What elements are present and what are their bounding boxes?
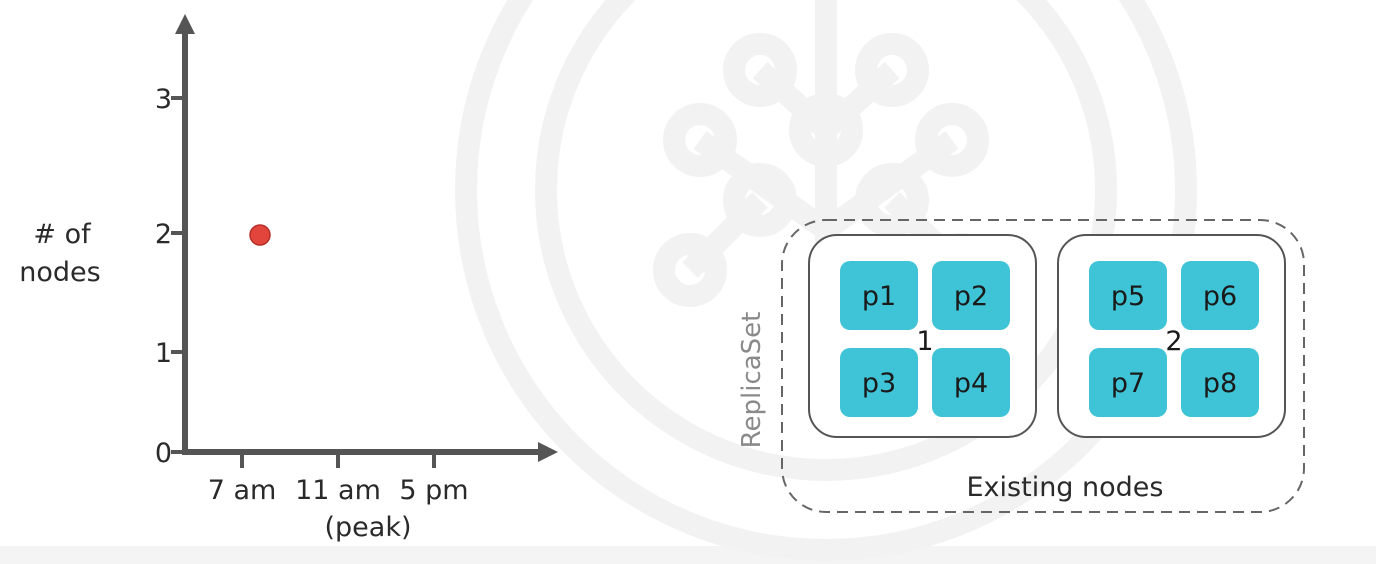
x-tick-label: 5 pm <box>399 475 468 506</box>
x-axis: 7 am 11 am (peak) 5 pm <box>182 442 558 543</box>
y-tick-label: 0 <box>155 438 172 469</box>
replicaset-diagram: ReplicaSet Existing nodes p1 p2 p3 p4 1 <box>737 219 1305 513</box>
x-tick-sublabel: (peak) <box>325 512 412 543</box>
x-tick-label: 7 am <box>208 475 277 506</box>
node-2: p5 p6 p7 p8 2 <box>1057 234 1286 438</box>
pod-p5-label: p5 <box>1111 281 1145 312</box>
pod-p8-label: p8 <box>1203 368 1237 399</box>
y-axis-title-line-2: nodes <box>19 257 100 288</box>
pod-p7-label: p7 <box>1111 368 1145 399</box>
x-axis-arrowhead <box>538 442 558 462</box>
y-tick-label: 2 <box>155 219 172 250</box>
y-tick-label: 1 <box>155 338 172 369</box>
node-1: p1 p2 p3 p4 1 <box>808 234 1037 438</box>
pod-p6-label: p6 <box>1203 281 1237 312</box>
pod-p1-label: p1 <box>862 281 896 312</box>
pod-p5 <box>1089 261 1167 330</box>
y-axis-title-line-1: # of <box>33 219 92 250</box>
node-1-number: 1 <box>916 326 933 357</box>
pod-p1 <box>840 261 918 330</box>
pod-p3 <box>840 348 918 417</box>
pod-p6 <box>1181 261 1259 330</box>
y-tick-label: 3 <box>155 84 172 115</box>
replicaset-boundary <box>781 219 1305 513</box>
pod-p8 <box>1181 348 1259 417</box>
data-point <box>249 224 271 246</box>
pod-p7 <box>1089 348 1167 417</box>
node-2-number: 2 <box>1165 326 1182 357</box>
pod-p4-label: p4 <box>954 368 988 399</box>
x-tick-label: 11 am <box>295 475 381 506</box>
y-axis-ticks: 0 1 2 3 <box>155 84 185 469</box>
y-axis-title: # of nodes <box>19 219 100 288</box>
pod-p2 <box>932 261 1010 330</box>
y-axis-arrowhead <box>175 14 195 34</box>
pod-p4 <box>932 348 1010 417</box>
y-axis: 0 1 2 3 <box>155 14 195 469</box>
nodes-over-time-chart: # of nodes 0 1 2 3 7 am 11 am (peak) 5 pm <box>19 14 558 543</box>
x-axis-ticks: 7 am 11 am (peak) 5 pm <box>208 452 469 543</box>
replicaset-label: ReplicaSet <box>737 312 767 449</box>
pod-p3-label: p3 <box>862 368 896 399</box>
existing-nodes-caption: Existing nodes <box>967 472 1164 503</box>
bottom-strip <box>0 546 1376 564</box>
data-points <box>249 224 271 246</box>
pod-p2-label: p2 <box>954 281 988 312</box>
